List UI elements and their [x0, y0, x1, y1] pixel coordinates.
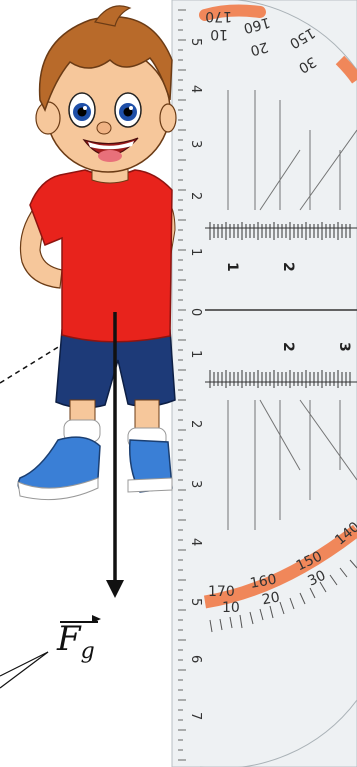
boy-shoe-right-sole	[128, 478, 172, 492]
boy-shirt	[30, 170, 172, 342]
svg-text:10: 10	[210, 26, 228, 42]
svg-text:3: 3	[336, 342, 352, 352]
cm-label: 5	[188, 598, 203, 606]
cm-label: 5	[188, 38, 203, 46]
svg-text:2: 2	[280, 342, 296, 352]
boy-ear-right	[160, 104, 176, 132]
cm-label: 1	[188, 350, 203, 358]
cm-label: 1	[188, 248, 203, 256]
cm-label: 3	[188, 140, 203, 148]
boy-nose	[97, 122, 111, 134]
cartoon-boy	[18, 6, 176, 500]
cm-label: 2	[188, 192, 203, 200]
cm-label: 2	[188, 420, 203, 428]
svg-text:170: 170	[205, 8, 232, 24]
cm-label: 4	[188, 85, 203, 93]
svg-text:1: 1	[224, 262, 240, 272]
svg-text:170: 170	[208, 584, 235, 600]
cm-label: 0	[188, 308, 203, 316]
svg-text:10: 10	[222, 600, 240, 616]
svg-text:20: 20	[261, 589, 281, 608]
force-subscript: g	[81, 639, 95, 664]
force-symbol: F	[57, 619, 81, 659]
force-pointer-line	[0, 652, 48, 688]
cm-label: 7	[188, 712, 203, 720]
boy-tongue	[98, 150, 122, 162]
force-pointer-line-2	[0, 652, 48, 676]
cm-label: 3	[188, 480, 203, 488]
boy-ear-left	[36, 102, 60, 134]
gravity-force-label: Fg	[57, 622, 95, 663]
cm-label: 6	[188, 655, 203, 663]
cm-label: 4	[188, 538, 203, 546]
svg-text:2: 2	[280, 262, 296, 272]
protractor-ruler: 5 4 3 2 1 0 1 2 3 4 5 6 7 170 160 150 10…	[172, 0, 357, 767]
